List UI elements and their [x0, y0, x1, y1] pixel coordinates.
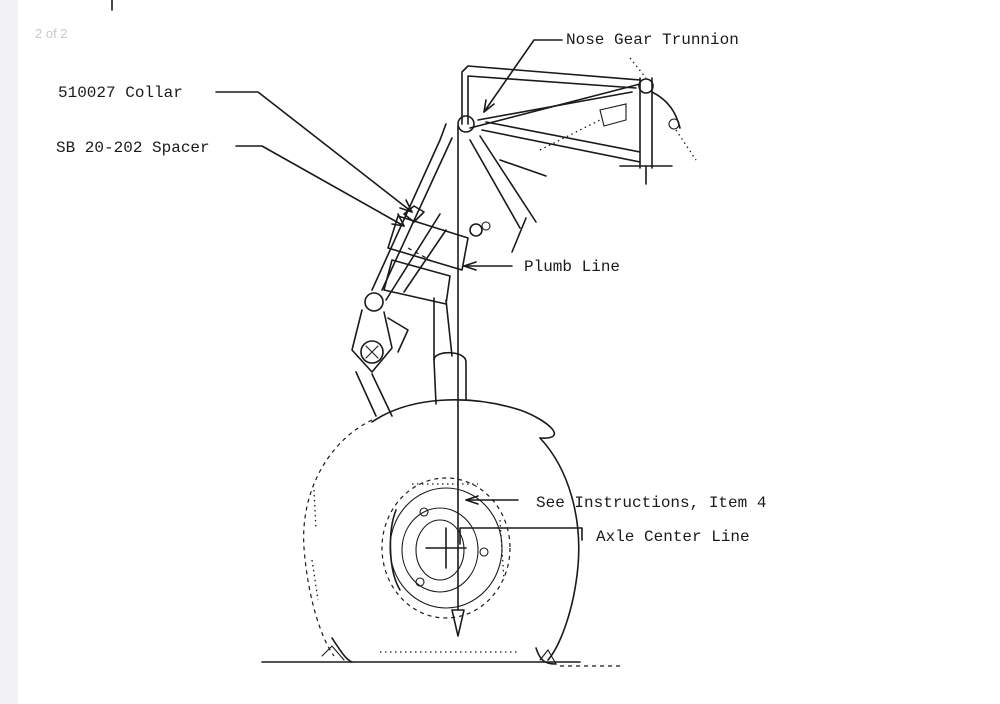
- oleo-strut: [351, 123, 547, 417]
- label-axle-center-line: Axle Center Line: [596, 528, 750, 546]
- leader-lines: [215, 39, 583, 545]
- plumb-bob: [451, 609, 465, 637]
- nose-tire: [303, 399, 580, 665]
- label-see-instructions: See Instructions, Item 4: [536, 494, 766, 512]
- torque-link-pivot: [364, 292, 384, 312]
- trunnion-frame: [461, 57, 697, 185]
- label-spacer: SB 20-202 Spacer: [56, 139, 210, 157]
- label-nose-gear-trunnion: Nose Gear Trunnion: [566, 31, 739, 49]
- strut-top-pivot: [457, 115, 475, 133]
- wheel-hub: [381, 477, 511, 619]
- trunnion-pivot: [638, 78, 654, 94]
- label-plumb-line: Plumb Line: [524, 258, 620, 276]
- label-collar: 510027 Collar: [58, 84, 183, 102]
- page-counter: 2 of 2: [35, 26, 68, 41]
